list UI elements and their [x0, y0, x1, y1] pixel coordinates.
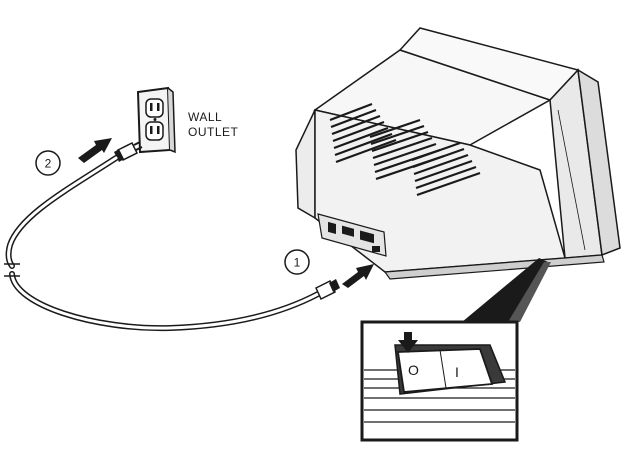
wall-outlet-label-line2: OUTLET [188, 125, 239, 139]
switch-on-mark: I [455, 364, 459, 380]
step-1-badge: 1 [285, 250, 309, 274]
crt-monitor-rear-icon [296, 28, 620, 279]
step-2-number: 2 [45, 157, 52, 171]
step-2-badge: 2 [36, 151, 60, 175]
step-1-number: 1 [294, 256, 301, 270]
wall-outlet-icon [138, 88, 175, 152]
wall-outlet-label-line1: WALL [188, 110, 222, 124]
rocker-switch-icon: O I [362, 322, 517, 440]
connect-arrow-icon [342, 264, 374, 288]
plug-in-arrow-icon [78, 138, 112, 163]
switch-off-mark: O [408, 362, 419, 378]
